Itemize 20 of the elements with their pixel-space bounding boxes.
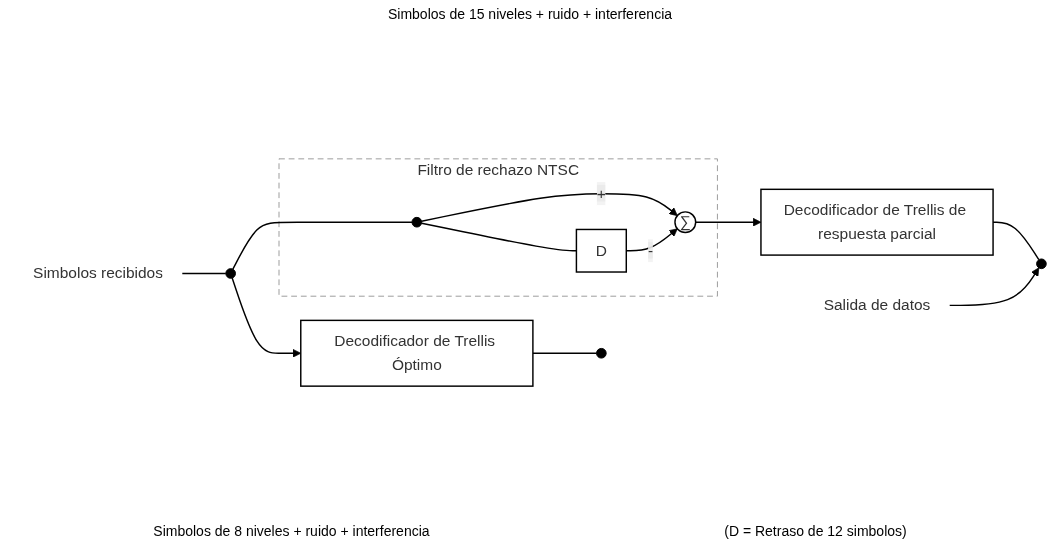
arrow — [948, 267, 1040, 307]
node-box: D — [575, 228, 627, 273]
edge-label: - — [648, 242, 654, 259]
node-circle — [596, 347, 607, 359]
signal-label: Simbolos de 8 niveles + ruido + interferencia — [153, 523, 430, 539]
signal-label: Simbolos de 15 niveles + ruido + interferencia — [387, 6, 673, 22]
node-circle — [411, 216, 423, 228]
connector — [232, 221, 413, 270]
node-text: Salida de datos — [823, 296, 931, 314]
connector — [181, 272, 227, 275]
node-circle — [1036, 258, 1047, 270]
note-text: (D = Retraso de 12 simbolos) — [724, 523, 907, 539]
arrow — [420, 192, 678, 222]
node-text: Simbolos recibidos — [33, 264, 163, 282]
node-box: Decodificador de Trellis Óptimo — [300, 319, 534, 387]
node-circle — [225, 268, 236, 279]
edge-label: + — [596, 184, 606, 202]
node-box: Decodificador de Trellis de respuesta parcial — [760, 188, 994, 256]
node-circle: ∑ — [674, 211, 697, 234]
connector — [532, 352, 598, 354]
